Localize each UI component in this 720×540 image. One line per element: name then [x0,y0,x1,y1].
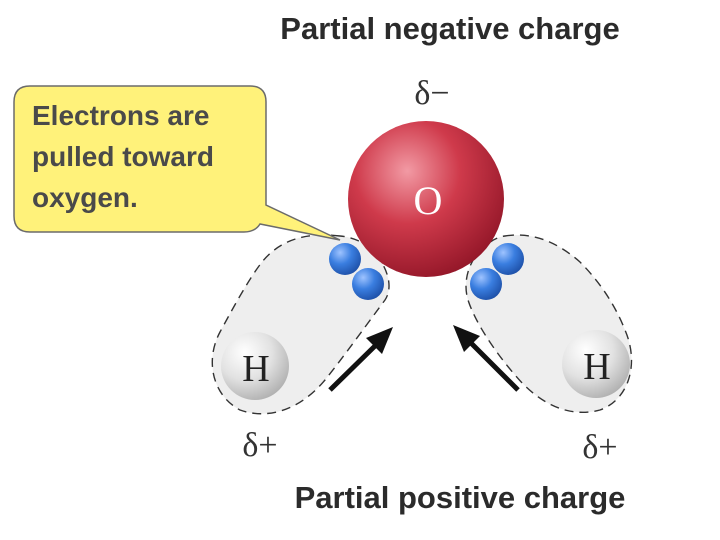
hydrogen-right-label: H [583,346,610,388]
title-partial-positive: Partial positive charge [295,480,626,515]
oxygen-label: O [414,178,443,223]
electron [492,243,524,275]
oxygen-atom [348,121,504,277]
hydrogen-left-label: H [242,348,269,390]
callout-line-1: Electrons are [32,100,209,131]
electron [329,243,361,275]
electron [352,268,384,300]
title-partial-negative: Partial negative charge [280,11,619,46]
hydrogen-right-partial-charge: δ+ [582,429,617,466]
right-arrow-icon [453,325,520,392]
callout-line-2: pulled toward [32,141,214,172]
hydrogen-atom-right [562,330,630,398]
electron [470,268,502,300]
oxygen-partial-charge: δ− [414,75,449,112]
callout-text: Electrons are pulled toward oxygen. [32,100,222,213]
hydrogen-left-partial-charge: δ+ [242,427,277,464]
callout-bubble [13,85,341,241]
callout-line-3: oxygen. [32,182,138,213]
left-arrow-icon [328,327,393,392]
hydrogen-atom-left [221,332,289,400]
